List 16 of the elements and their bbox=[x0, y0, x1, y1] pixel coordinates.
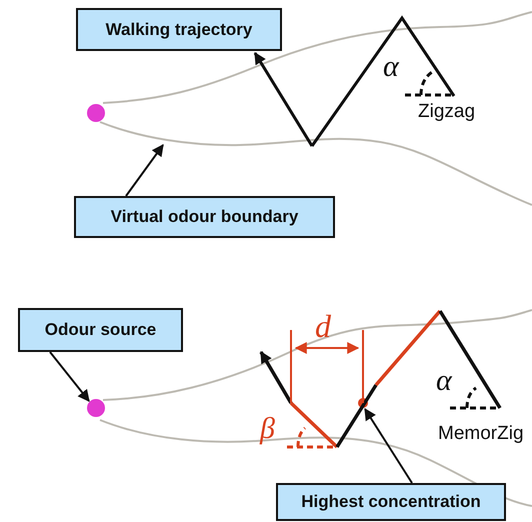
trajectory-caption: MemorZig bbox=[438, 424, 524, 443]
trajectory-caption: Zigzag bbox=[418, 102, 476, 121]
leader-line bbox=[125, 144, 164, 197]
odour-source-dot bbox=[87, 104, 105, 122]
leader-line bbox=[49, 351, 90, 402]
trajectory-arrow bbox=[254, 52, 314, 147]
distance-symbol: d bbox=[315, 310, 331, 342]
label-box: Odour source bbox=[18, 308, 183, 352]
label-box: Walking trajectory bbox=[76, 8, 282, 51]
angle-symbol: α bbox=[436, 366, 452, 396]
angle-symbol: β bbox=[260, 414, 275, 444]
leader-line bbox=[364, 408, 413, 484]
odour-source-dot bbox=[87, 399, 105, 417]
angle-symbol: α bbox=[383, 52, 399, 82]
label-box: Highest concentration bbox=[276, 483, 506, 521]
label-box: Virtual odour boundary bbox=[74, 196, 335, 238]
